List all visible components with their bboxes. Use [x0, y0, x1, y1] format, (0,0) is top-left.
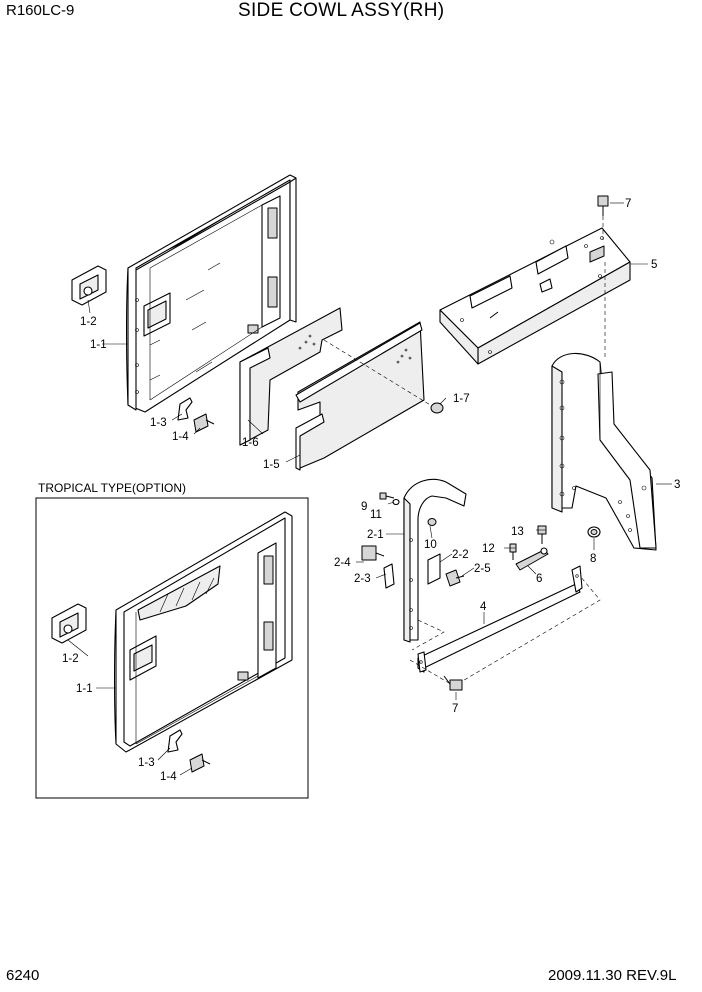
tropical-latch-bolt — [189, 753, 211, 773]
label-7-bottom: 7 — [452, 703, 458, 715]
seal-1-6 — [239, 307, 343, 446]
label-9: 9 — [361, 501, 367, 513]
label-8: 8 — [590, 553, 596, 565]
label-1-7: 1-7 — [453, 393, 470, 405]
page-number: 6240 — [6, 967, 40, 984]
date-revision: 2009.11.30 REV.9L — [548, 967, 677, 984]
label-opt-1-2: 1-2 — [62, 653, 79, 665]
lock-rod-6 — [515, 547, 549, 571]
washer-11 — [392, 498, 400, 506]
tropical-handle — [51, 603, 87, 644]
label-4: 4 — [480, 601, 487, 613]
bracket-2-3 — [383, 563, 395, 589]
label-13: 13 — [511, 526, 524, 538]
bolt-2-5 — [445, 569, 465, 587]
bolt-2-4 — [361, 545, 385, 561]
label-2-4: 2-4 — [334, 557, 351, 569]
label-7-top: 7 — [625, 198, 631, 210]
bracket-2-2 — [427, 553, 441, 585]
lower-stay-4 — [409, 565, 601, 687]
label-5: 5 — [651, 259, 657, 271]
latch-bracket — [177, 397, 193, 421]
cowl-handle — [71, 265, 107, 306]
label-1-2: 1-2 — [80, 316, 97, 328]
label-6: 6 — [536, 573, 542, 585]
option-box-caption: TROPICAL TYPE(OPTION) — [38, 481, 187, 495]
side-cowl-door — [126, 174, 297, 413]
seal-1-5 — [295, 321, 425, 471]
bolt-7-bottom — [443, 675, 463, 691]
label-2-1: 2-1 — [367, 529, 384, 541]
rubber-stopper — [323, 339, 444, 414]
label-opt-1-4: 1-4 — [160, 771, 177, 783]
latch-bolt — [193, 413, 215, 433]
page-title: SIDE COWL ASSY(RH) — [238, 0, 445, 21]
label-2-5: 2-5 — [474, 563, 491, 575]
cowl-frame — [551, 262, 657, 551]
label-3: 3 — [674, 479, 680, 491]
label-1-5: 1-5 — [263, 459, 280, 471]
label-10: 10 — [424, 539, 437, 551]
label-1-6: 1-6 — [242, 437, 259, 449]
label-2-3: 2-3 — [354, 573, 371, 585]
option-box-frame — [35, 497, 309, 799]
label-1-3: 1-3 — [150, 417, 167, 429]
leader-lines — [67, 202, 672, 776]
part-labels: 1-2 1-1 1-3 1-4 1-6 1-5 1-7 7 5 3 8 6 13… — [62, 198, 680, 783]
stay-2-1 — [403, 478, 467, 651]
label-11: 11 — [370, 509, 382, 521]
label-12: 12 — [482, 543, 495, 555]
grommet-8 — [587, 526, 601, 538]
upper-support-bracket — [439, 227, 631, 365]
label-1-4: 1-4 — [172, 431, 189, 443]
tropical-latch-bracket — [167, 729, 183, 753]
label-1-1: 1-1 — [90, 339, 107, 351]
bolt-7-top — [597, 195, 609, 240]
model-code: R160LC-9 — [6, 2, 75, 19]
label-opt-1-3: 1-3 — [138, 757, 155, 769]
label-2-2: 2-2 — [452, 549, 469, 561]
bolt-13 — [537, 525, 547, 544]
bolt-12 — [509, 543, 517, 560]
nut-10 — [427, 518, 437, 526]
bolt-9 — [379, 492, 395, 500]
tropical-cowl-door — [114, 511, 293, 753]
label-opt-1-1: 1-1 — [76, 683, 93, 695]
